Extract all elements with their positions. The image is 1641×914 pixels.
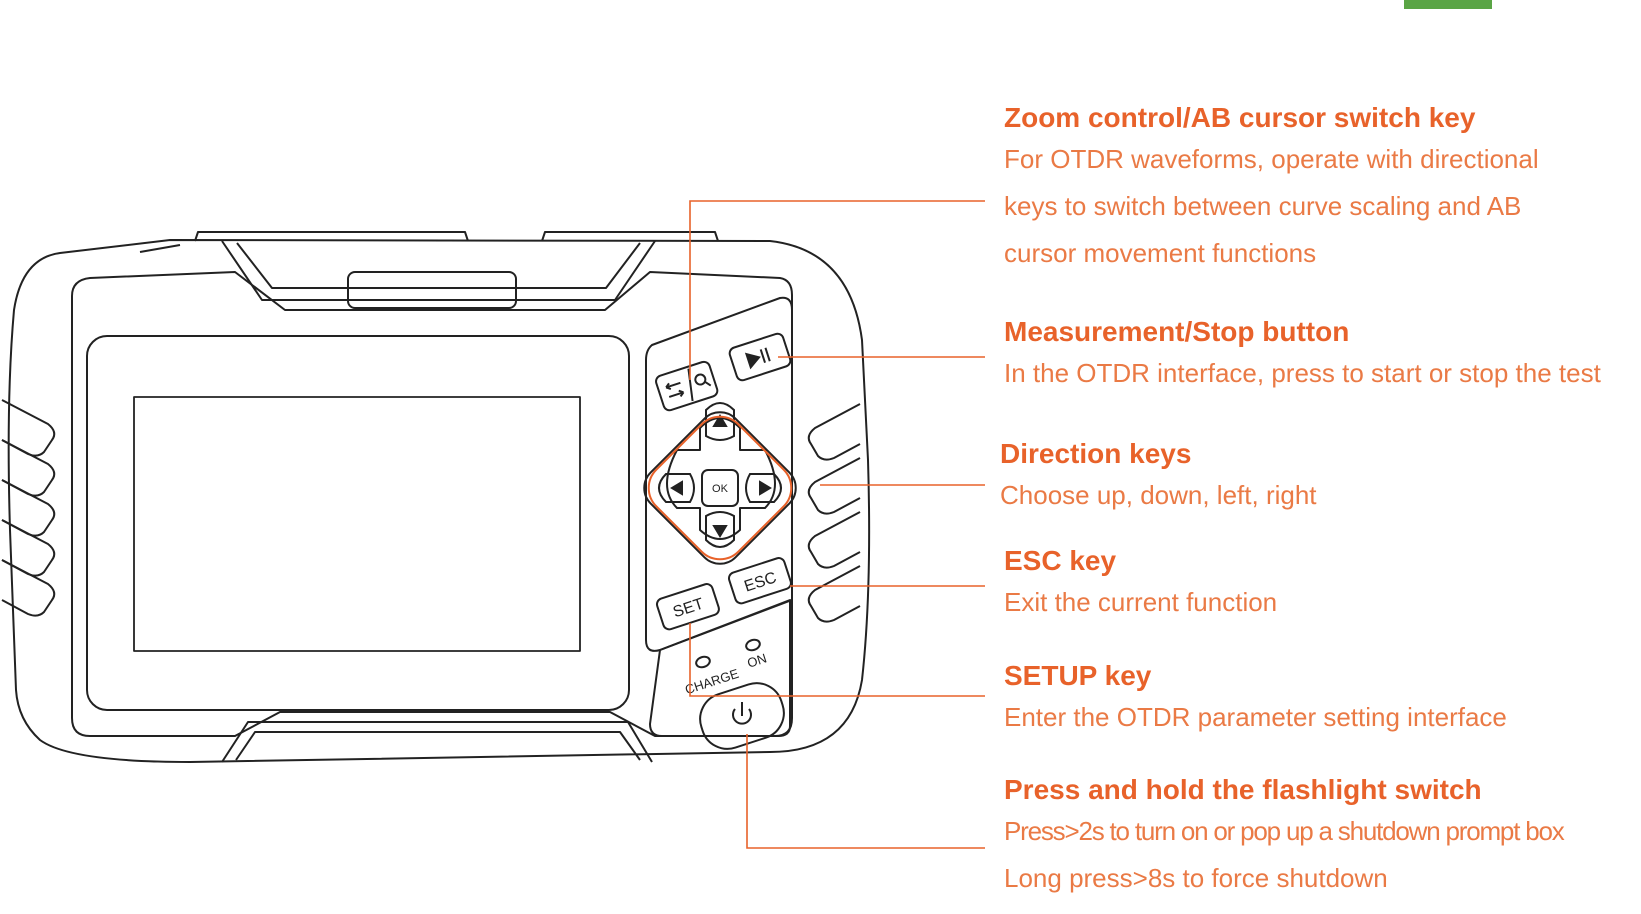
callout-zoom-switch: Zoom control/AB cursor switch key For OT…: [1004, 100, 1641, 277]
zoom-switch-button[interactable]: [654, 360, 719, 412]
zoom-switch-icon: [665, 368, 712, 402]
otdr-device-illustration: OK SET ESC CHARGE ON: [1, 200, 985, 849]
keypad-panel: [645, 296, 793, 652]
left-grips: [1, 399, 56, 617]
callout-power-switch: Press and hold the flashlight switch Pre…: [1004, 772, 1641, 902]
callout-setup-key: SETUP key Enter the OTDR parameter setti…: [1004, 658, 1641, 741]
leader-zoom: [689, 200, 985, 380]
ok-key[interactable]: [701, 469, 739, 507]
power-button[interactable]: [693, 676, 790, 755]
left-arrow-icon: [670, 480, 683, 496]
on-led: [745, 638, 761, 652]
callout-description: Choose up, down, left, right: [1000, 480, 1317, 510]
callout-description: For OTDR waveforms, operate with directi…: [1004, 144, 1539, 174]
screen: [133, 396, 581, 652]
play-pause-icon: [744, 347, 771, 370]
callout-esc-key: ESC key Exit the current function: [1004, 543, 1641, 626]
callout-title: Press and hold the flashlight switch: [1004, 774, 1482, 805]
set-label: SET: [671, 595, 706, 621]
on-label: ON: [745, 650, 768, 670]
leader-setup: [689, 623, 985, 697]
direction-keys-highlight: [647, 415, 793, 561]
callout-description: cursor movement functions: [1004, 238, 1317, 268]
callout-description: Enter the OTDR parameter setting interfa…: [1004, 702, 1507, 732]
callout-direction-keys: Direction keys Choose up, down, left, ri…: [1000, 436, 1640, 519]
esc-button[interactable]: [727, 557, 792, 605]
charge-led: [695, 655, 711, 669]
left-key[interactable]: [658, 473, 695, 503]
callout-description: In the OTDR interface, press to start or…: [1004, 358, 1601, 388]
callout-title: ESC key: [1004, 545, 1117, 576]
esc-label: ESC: [742, 569, 779, 595]
callout-description: Exit the current function: [1004, 587, 1278, 617]
corner-color-tab: [1404, 0, 1492, 9]
ok-label: OK: [712, 483, 729, 495]
screen-bezel: [86, 335, 630, 711]
callout-title: Measurement/Stop button: [1004, 316, 1350, 347]
set-button[interactable]: [655, 583, 720, 631]
callout-title: Direction keys: [1000, 438, 1192, 469]
callout-description: keys to switch between curve scaling and…: [1004, 191, 1522, 221]
callout-title: SETUP key: [1004, 660, 1152, 691]
charge-label: CHARGE: [683, 666, 741, 698]
down-key[interactable]: [705, 511, 735, 548]
d-pad-cross: [666, 417, 776, 540]
right-grips: [807, 403, 861, 623]
callout-measure-stop: Measurement/Stop button In the OTDR inte…: [1004, 314, 1641, 397]
callout-description: Press>2s to turn on or pop up a shutdown…: [1004, 816, 1565, 846]
top-window: [347, 271, 517, 309]
leader-power: [746, 734, 985, 849]
bottom-bumper-tab: [221, 721, 653, 763]
up-arrow-icon: [712, 414, 728, 427]
measure-stop-button[interactable]: [728, 332, 792, 382]
top-bumper-tab: [221, 240, 656, 301]
callout-description: Long press>8s to force shutdown: [1004, 863, 1388, 893]
up-key[interactable]: [705, 402, 735, 441]
right-key[interactable]: [745, 473, 782, 503]
right-arrow-icon: [759, 480, 772, 496]
power-icon: [732, 702, 752, 725]
callout-title: Zoom control/AB cursor switch key: [1004, 102, 1476, 133]
device-bumper: [7, 239, 871, 763]
down-arrow-icon: [712, 525, 728, 538]
